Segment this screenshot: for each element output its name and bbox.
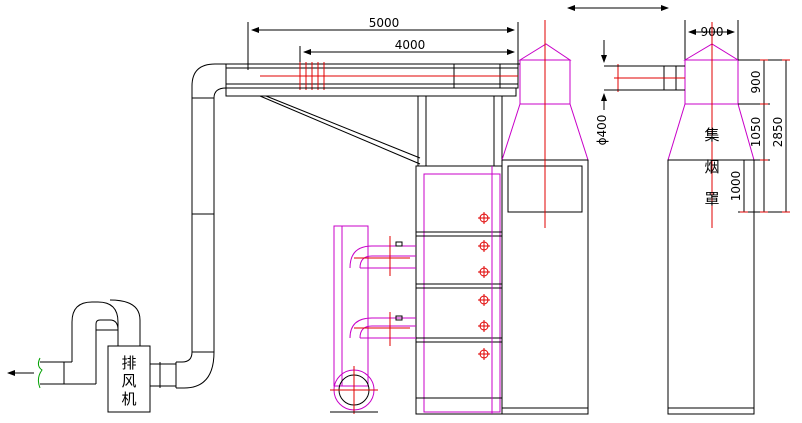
dim-phi400-label: ϕ400	[595, 115, 609, 146]
side-inlet-pipes	[333, 225, 416, 387]
dim-1000-label: 1000	[729, 171, 743, 202]
port-6	[478, 348, 490, 360]
hood-label-3: 罩	[704, 190, 719, 208]
bottom-round-duct	[330, 366, 378, 414]
fan-label-3: 机	[121, 390, 136, 408]
filter-cabinet	[415, 165, 503, 415]
port-3	[478, 266, 490, 278]
fan-label-1: 排	[121, 354, 136, 372]
main-duct	[225, 62, 519, 90]
vertical-dimensions: 900 1050 2850 1000	[729, 59, 790, 213]
port-4	[478, 294, 490, 306]
port-1	[478, 212, 490, 224]
hood-label-1: 集	[704, 126, 719, 144]
dim-4000-label: 4000	[395, 38, 426, 52]
hood-label-2: 烟	[704, 158, 719, 176]
dim-2850-label: 2850	[771, 117, 785, 148]
support-structure	[225, 87, 517, 167]
inspection-ports	[478, 212, 490, 360]
dim-5000: 5000	[247, 16, 519, 70]
dim-4000: 4000	[299, 38, 515, 70]
smoke-hood-front	[501, 20, 589, 415]
exhaust-fan: 排 风 机	[107, 345, 151, 413]
dim-1050-label: 1050	[749, 117, 763, 148]
dim-900-neck-label: 900	[749, 71, 763, 94]
smoke-hood-side: 900 集 烟 罩 ϕ400	[595, 20, 755, 415]
riser-duct	[150, 63, 227, 389]
port-2	[478, 240, 490, 252]
port-5	[478, 320, 490, 332]
dim-5000-label: 5000	[369, 16, 400, 30]
fan-label-2: 风	[121, 372, 136, 390]
fan-outlet-duct	[7, 299, 141, 389]
